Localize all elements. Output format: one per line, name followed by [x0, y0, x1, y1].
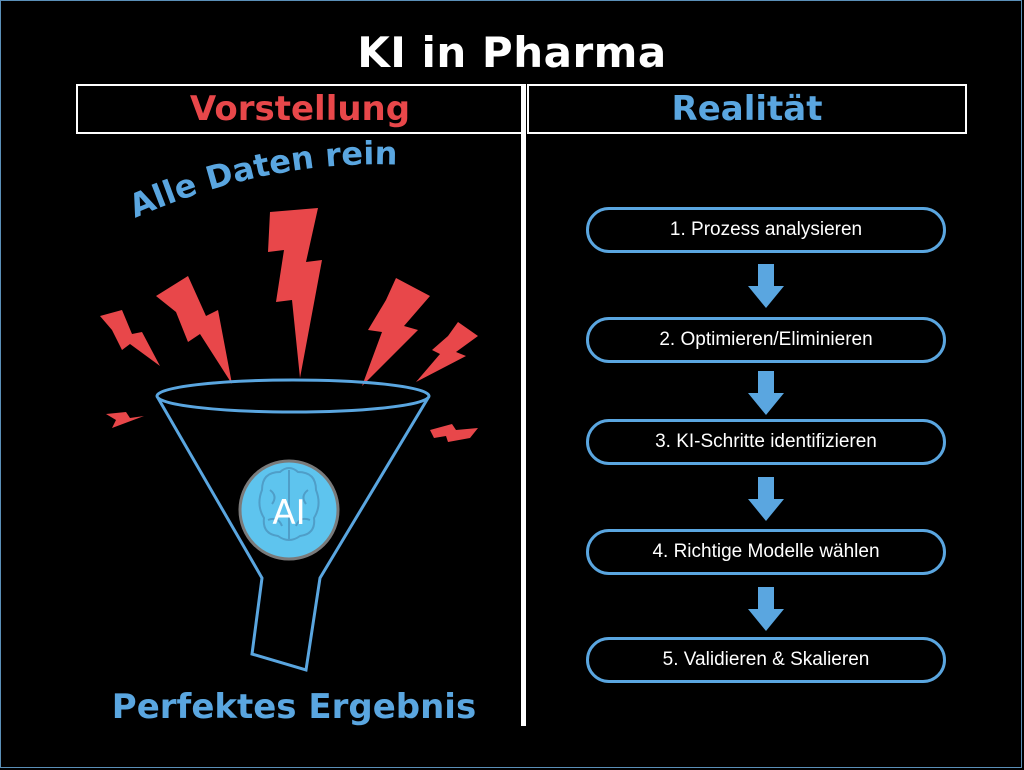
- step-5-label: 5. Validieren & Skalieren: [662, 649, 870, 670]
- step-5: 5. Validieren & Skalieren: [586, 637, 946, 683]
- step-2-label: 2. Optimieren/Eliminieren: [659, 329, 873, 350]
- step-1-label: 1. Prozess analysieren: [669, 219, 863, 240]
- header-vorstellung: Vorstellung: [76, 84, 524, 134]
- arrow-down-icon: [748, 371, 784, 415]
- top-label-text: Alle Daten rein: [123, 134, 397, 225]
- arrow-down-icon: [748, 477, 784, 521]
- lightning-icon: [106, 412, 144, 428]
- lightning-icon: [430, 424, 478, 442]
- lightning-icon: [416, 322, 478, 382]
- header-realitaet-label: Realität: [671, 89, 823, 129]
- step-3-label: 3. KI-Schritte identifizieren: [655, 431, 877, 452]
- step-3: 3. KI-Schritte identifizieren: [586, 419, 946, 465]
- lightning-icon-group: [100, 208, 478, 442]
- lightning-icon: [268, 208, 322, 378]
- step-4-label: 4. Richtige Modelle wählen: [652, 541, 880, 562]
- step-2: 2. Optimieren/Eliminieren: [586, 317, 946, 363]
- brain-icon: [258, 467, 320, 541]
- header-realitaet: Realität: [527, 84, 967, 134]
- bottom-label: Perfektes Ergebnis: [112, 687, 476, 727]
- ai-badge-label: AI: [272, 493, 305, 533]
- funnel-icon: [155, 378, 431, 672]
- step-1: 1. Prozess analysieren: [586, 207, 946, 253]
- lightning-icon: [100, 310, 160, 366]
- page-title: KI in Pharma: [357, 28, 667, 77]
- arrow-down-icon: [748, 264, 784, 308]
- step-4: 4. Richtige Modelle wählen: [586, 529, 946, 575]
- header-vorstellung-label: Vorstellung: [189, 89, 411, 129]
- ai-brain-badge: AI: [238, 459, 340, 561]
- lightning-icon: [362, 278, 430, 386]
- top-label: Alle Daten rein: [123, 134, 397, 225]
- center-divider: [521, 84, 526, 726]
- lightning-icon: [156, 276, 232, 384]
- arrow-down-icon: [748, 587, 784, 631]
